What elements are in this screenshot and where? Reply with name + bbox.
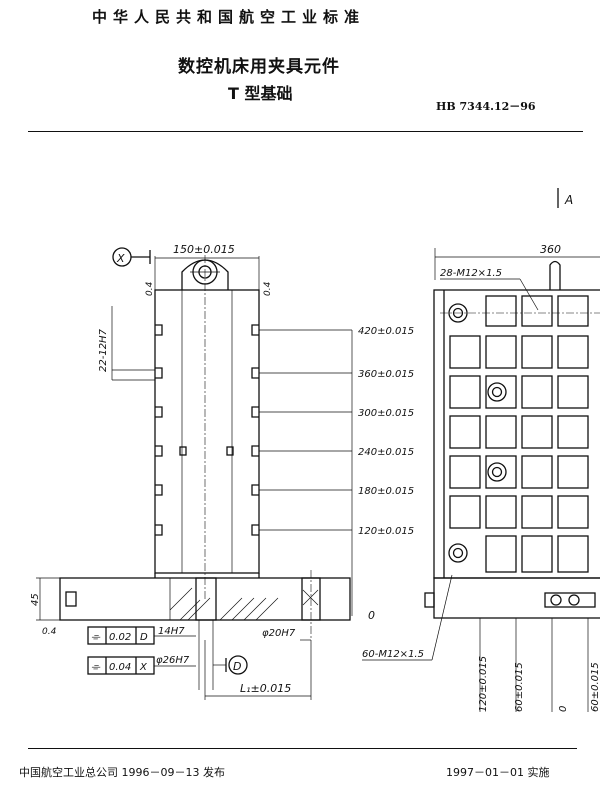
- thread-top: 28-M12×1.5: [440, 268, 502, 279]
- header-rule: [28, 131, 583, 132]
- bottom-dimensions: 120±0.015 60±0.015 0 60±0.015: [478, 618, 600, 712]
- left-view: 150±0.015 X 0.4 0.4 22-12H7 420±0.015 36…: [30, 243, 414, 700]
- flatness-right: 0.4: [263, 281, 273, 296]
- tf1-symbol: ⌯: [91, 630, 101, 643]
- thread-bottom: 60-M12×1.5: [362, 649, 424, 660]
- section-hatch: [169, 577, 321, 621]
- bolt-holes: [448, 303, 596, 608]
- height-dim-300: 300±0.015: [358, 408, 414, 419]
- bottom-dim-120: 120±0.015: [478, 656, 489, 712]
- hole-26h7: φ26H7: [156, 655, 190, 666]
- section-marker-a: A: [564, 193, 573, 207]
- base-height-dim: 45: [30, 593, 41, 606]
- slot-width-dim: 22-12H7: [98, 328, 109, 372]
- tolerance-frame-1: ⌯ 0.02 D: [87, 626, 155, 645]
- standard-title: 中华人民共和国航空工业标准: [92, 8, 366, 26]
- document-title-line1: 数控机床用夹具元件: [178, 57, 340, 77]
- datum-d-circle: [228, 655, 248, 675]
- tf2-value: 0.04: [109, 662, 131, 673]
- height-dim-420: 420±0.015: [358, 326, 414, 337]
- footer-effective: 1997－01－01 实施: [446, 766, 550, 779]
- datum-d-label: D: [233, 660, 241, 673]
- tf1-datum: D: [140, 632, 148, 643]
- standard-code: HB 7344.12－96: [436, 100, 536, 113]
- right-width-dim: 360: [540, 243, 561, 256]
- bottom-dim-60b: 60±0.015: [590, 662, 600, 712]
- hole-20h7: φ20H7: [262, 628, 296, 639]
- document-title-line2: T 型基础: [228, 84, 293, 103]
- zero-label: 0: [368, 609, 375, 622]
- footer-publisher: 中国航空工业总公司 1996－09－13 发布: [19, 766, 225, 779]
- height-dim-120: 120±0.015: [358, 526, 414, 537]
- datum-x-label: X: [116, 252, 125, 265]
- height-dim-240: 240±0.015: [358, 447, 414, 458]
- height-dim-180: 180±0.015: [358, 486, 414, 497]
- height-dim-360: 360±0.015: [358, 369, 414, 380]
- flatness-left: 0.4: [145, 281, 155, 296]
- hole-14h7: 14H7: [158, 626, 185, 637]
- tf2-symbol: ⌯: [91, 660, 101, 673]
- bottom-dim-60: 60±0.015: [514, 662, 525, 712]
- surface-finish-bottom: 0.4: [42, 627, 57, 637]
- footer-rule: [28, 748, 577, 749]
- tolerance-frame-2: ⌯ 0.04 X: [87, 656, 155, 675]
- bottom-dim-0: 0: [558, 706, 569, 712]
- t-slots: [155, 324, 259, 536]
- top-width-dim: 150±0.015: [173, 243, 235, 256]
- length-dim: L₁±0.015: [240, 682, 291, 695]
- tf1-value: 0.02: [109, 632, 131, 643]
- height-dimensions: 420±0.015 360±0.015 300±0.015 240±0.015 …: [259, 326, 414, 622]
- right-view: A 360: [362, 188, 600, 712]
- tf2-datum: X: [139, 662, 148, 673]
- grid-cells: [449, 295, 589, 573]
